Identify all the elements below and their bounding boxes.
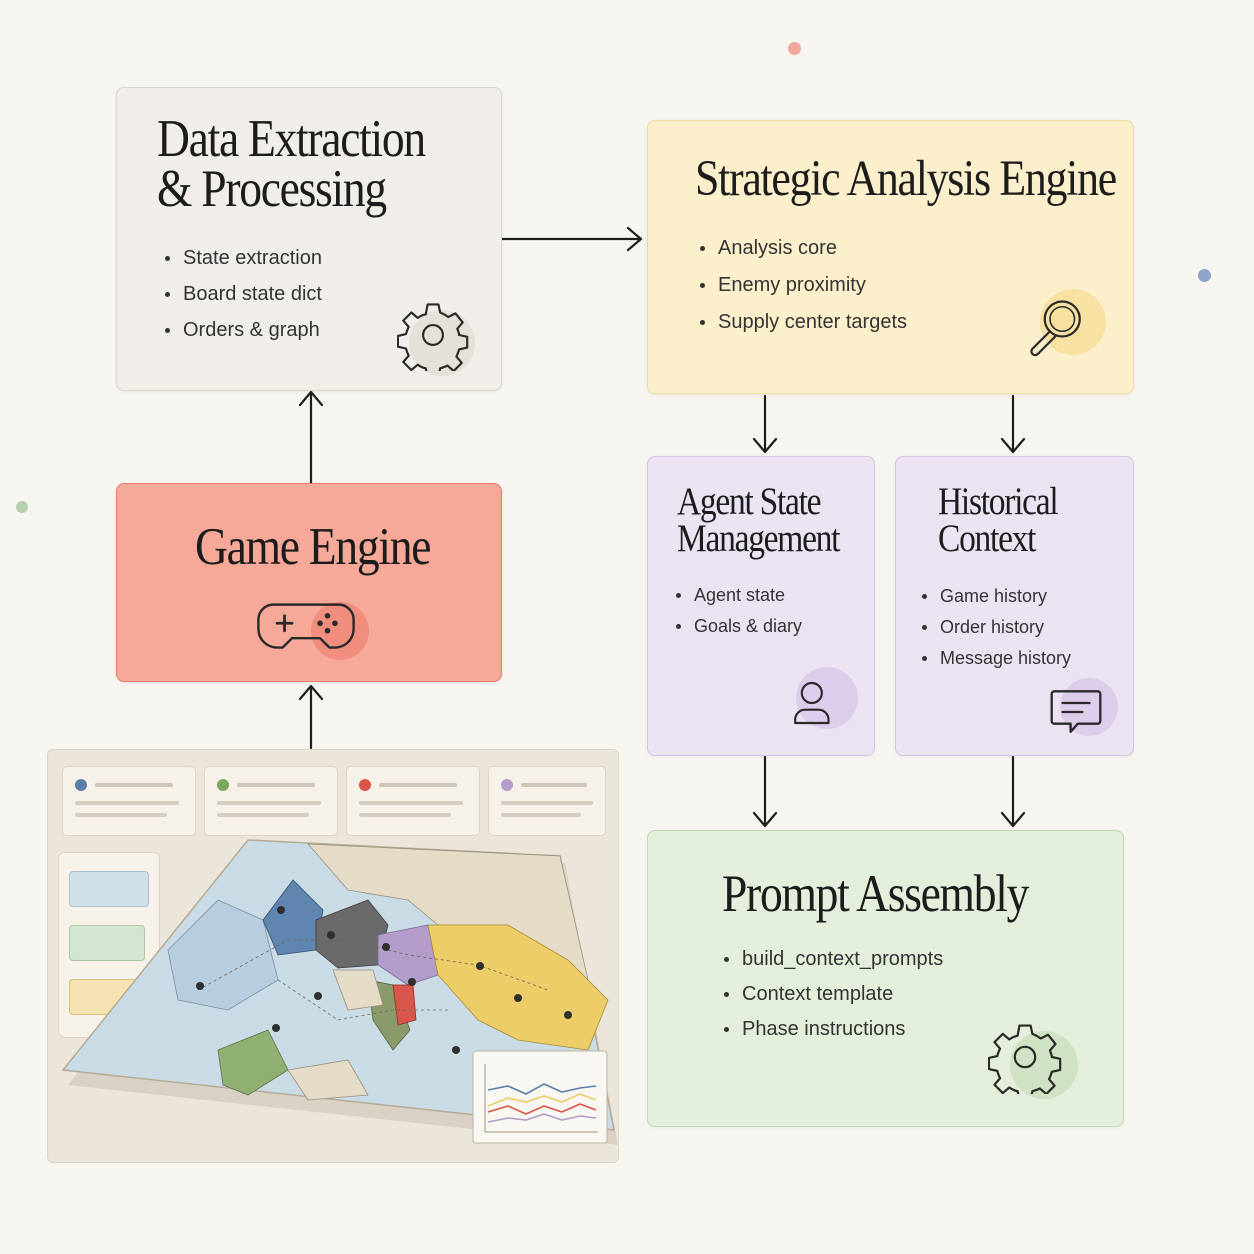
game-ui-illustration [47,749,619,1163]
data-extraction-box: Data Extraction & Processing State extra… [116,87,502,391]
data-extraction-title: Data Extraction & Processing [157,110,426,218]
agent-state-bullets: Agent state Goals & diary [674,580,802,642]
chat-bubble-icon [69,925,145,961]
chat-icon [1050,690,1102,733]
list-item: Analysis core [698,230,907,267]
prompt-assembly-bullets: build_context_prompts Context template P… [722,942,943,1047]
magnifier-icon [1030,300,1081,357]
historical-context-box: Historical Context Game history Order hi… [895,456,1134,756]
list-item: Board state dict [163,276,322,312]
player-card [346,766,480,836]
game-engine-box: Game Engine [116,483,502,682]
decor-dot-blue [1198,269,1211,282]
gear-icon [397,303,469,371]
list-item: Orders & graph [163,312,322,348]
player-card [62,766,196,836]
prompt-assembly-title: Prompt Assembly [722,865,1029,923]
player-color-dot [501,779,513,791]
historical-context-bullets: Game history Order history Message histo… [920,581,1071,674]
agent-state-title: Agent State Management [677,480,840,560]
line-chart-icon [472,1050,608,1144]
list-item: Enemy proximity [698,267,907,304]
gamepad-icon [257,603,355,649]
strategic-analysis-box: Strategic Analysis Engine Analysis core … [647,120,1134,394]
user-icon [794,681,830,725]
decor-dot-red [788,42,801,55]
list-item: Agent state [674,580,802,611]
strategic-analysis-bullets: Analysis core Enemy proximity Supply cen… [698,230,907,341]
list-item: Goals & diary [674,611,802,642]
historical-context-title: Historical Context [938,480,1059,560]
decor-dot-green [16,501,28,513]
list-item: Order history [920,612,1071,643]
player-color-dot [217,779,229,791]
player-card [204,766,338,836]
list-item: build_context_prompts [722,942,943,977]
list-item: Game history [920,581,1071,612]
list-item: Message history [920,643,1071,674]
map-icon [61,839,618,1145]
game-engine-title: Game Engine [195,518,431,576]
gear-icon [988,1024,1062,1094]
strategic-analysis-title: Strategic Analysis Engine [695,151,1117,207]
agent-state-box: Agent State Management Agent state Goals… [647,456,875,756]
list-item: Context template [722,977,943,1012]
prompt-assembly-box: Prompt Assembly build_context_prompts Co… [647,830,1124,1127]
list-item: Supply center targets [698,304,907,341]
player-card [488,766,606,836]
list-item: State extraction [163,240,322,276]
list-item: Phase instructions [722,1012,943,1047]
data-extraction-bullets: State extraction Board state dict Orders… [163,240,322,348]
player-color-dot [75,779,87,791]
chat-bubble-icon [69,871,149,907]
player-color-dot [359,779,371,791]
